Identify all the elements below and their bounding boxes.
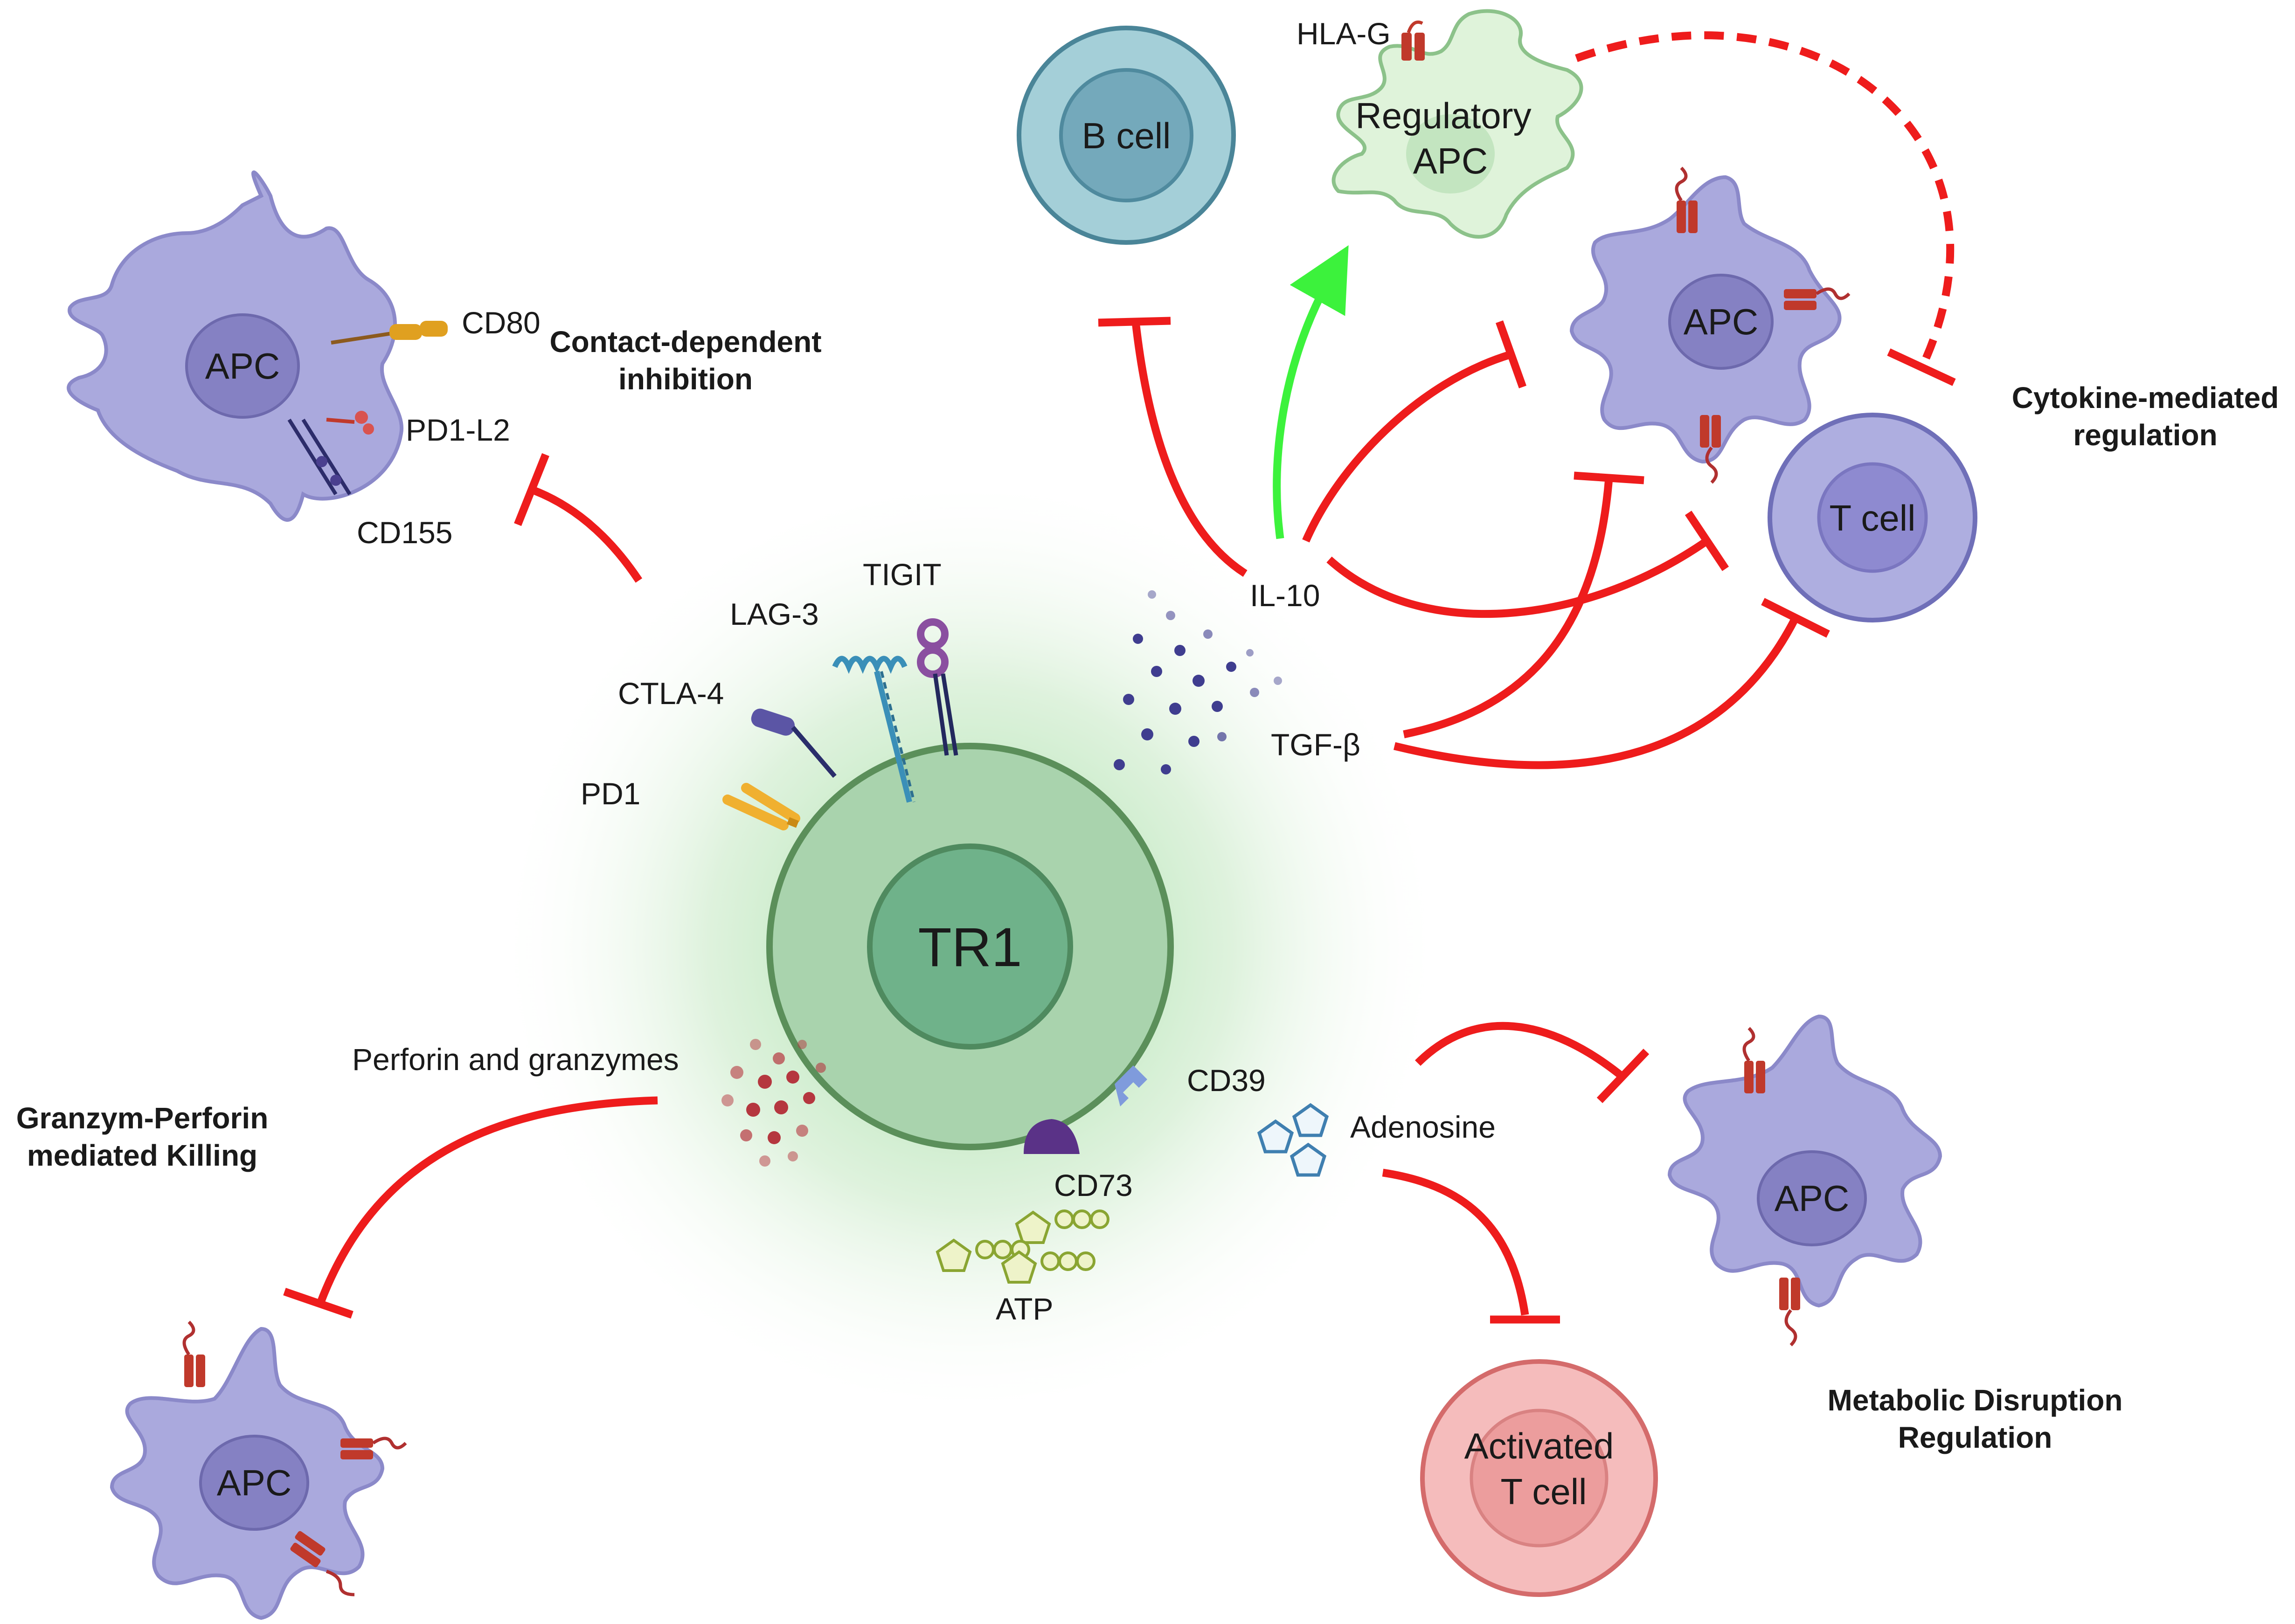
granzyme-inhibits-apc [283, 1096, 658, 1319]
tigit-label: TIGIT [863, 557, 942, 592]
il10-inhibits-t-cell [1326, 511, 1729, 618]
regulatory-apc: Regulatory APC [1331, 9, 1583, 239]
regulatory-apc-label-line1: Regulatory [1355, 95, 1531, 136]
t-cell-label: T cell [1830, 498, 1916, 539]
lag3-receptor-icon [832, 656, 915, 803]
adenosine-molecules-icon [1257, 1103, 1329, 1177]
tgf-beta-label: TGF-β [1271, 727, 1360, 762]
apc-label-cytokine: APC [1684, 301, 1758, 342]
apc-cytokine-mhc-icon [1675, 166, 1851, 484]
activated-t-cell-label-line2: T cell [1501, 1471, 1587, 1512]
metabolic-heading-line1: Metabolic Disruption [1828, 1383, 2123, 1417]
cd73-label: CD73 [1054, 1168, 1133, 1202]
hla-g-molecule-icon [1401, 21, 1425, 61]
atp-molecules-icon [936, 1209, 1109, 1284]
tr1-cell: TR1 [494, 471, 1446, 1422]
cd155-ligand-icon [287, 418, 352, 496]
t-cell: T cell [1768, 413, 1977, 622]
adenosine-inhibits-apc [1414, 1022, 1650, 1103]
perforin-label: Perforin and granzymes [352, 1042, 679, 1077]
metabolic-heading-line2: Regulation [1898, 1421, 2052, 1454]
cytokine-mediated-heading-line1: Cytokine-mediated [2012, 381, 2279, 415]
cd39-label: CD39 [1187, 1063, 1266, 1098]
regulatory-apc-label-line2: APC [1413, 140, 1488, 181]
cytokine-mediated-heading-line2: regulation [2073, 418, 2217, 452]
tgf-beta-inhibits-t-cell [1393, 598, 1830, 769]
activated-t-cell: Activated T cell [1420, 1359, 1658, 1597]
pd1-label: PD1 [581, 776, 640, 811]
hla-g-label: HLA-G [1297, 16, 1391, 51]
il10-activates-regulatory-apc [1273, 245, 1349, 539]
apc-cytokine: APC [1569, 175, 1842, 464]
tr1-nucleus [867, 843, 1073, 1050]
b-cell-label: B cell [1082, 115, 1171, 156]
tr1-label: TR1 [918, 917, 1022, 978]
tgf-beta-inhibits-apc [1403, 471, 1644, 739]
apc-granzyme-mhc-icon [182, 1320, 407, 1596]
atp-label: ATP [996, 1292, 1053, 1326]
granzyme-heading-line1: Granzym-Perforin [16, 1101, 269, 1135]
pd1-l2-ligand-icon [326, 411, 374, 435]
apc-label-metabolic: APC [1775, 1178, 1849, 1219]
il10-inhibits-apc [1302, 320, 1527, 543]
il10-inhibits-b-cell [1098, 317, 1248, 577]
contact-dependent-heading-line2: inhibition [618, 362, 753, 396]
apc-metabolic-mhc-icon [1742, 1027, 1800, 1347]
tgf-beta-cloud-icon [1114, 590, 1282, 774]
ctla4-label: CTLA-4 [618, 676, 724, 711]
apc-granzyme: APC [110, 1327, 385, 1620]
perforin-granzyme-cloud-icon [721, 1039, 826, 1167]
adenosine-label: Adenosine [1350, 1110, 1496, 1144]
granzyme-heading-line2: mediated Killing [27, 1139, 257, 1172]
lag3-label: LAG-3 [730, 597, 819, 631]
tigit-receptor-icon [917, 618, 958, 756]
pd1-receptor-icon [722, 783, 800, 830]
il10-label: IL-10 [1250, 578, 1320, 613]
apc-label-contact: APC [205, 346, 280, 387]
cd73-enzyme-icon [1024, 1119, 1080, 1154]
pd1-l2-label: PD1-L2 [406, 413, 510, 447]
apc-label-granzyme: APC [217, 1462, 291, 1503]
contact-dependent-heading-line1: Contact-dependent [549, 325, 821, 359]
cd155-label: CD155 [357, 515, 452, 550]
cd80-label: CD80 [462, 305, 541, 340]
regulatory-apc-inhibits-t-cell-dashed [1575, 31, 1956, 386]
b-cell: B cell [1017, 26, 1236, 245]
apc-contact-dependent: APC [67, 170, 404, 522]
cd39-enzyme-icon [1115, 1065, 1147, 1106]
adenosine-inhibits-activated-t-cell [1382, 1168, 1560, 1324]
activated-t-cell-label-line1: Activated [1464, 1425, 1614, 1466]
inhibition-to-contact-apc [514, 453, 643, 583]
ctla4-receptor-icon [751, 708, 837, 778]
apc-metabolic: APC [1667, 1014, 1942, 1308]
cd80-ligand-icon [331, 321, 448, 345]
